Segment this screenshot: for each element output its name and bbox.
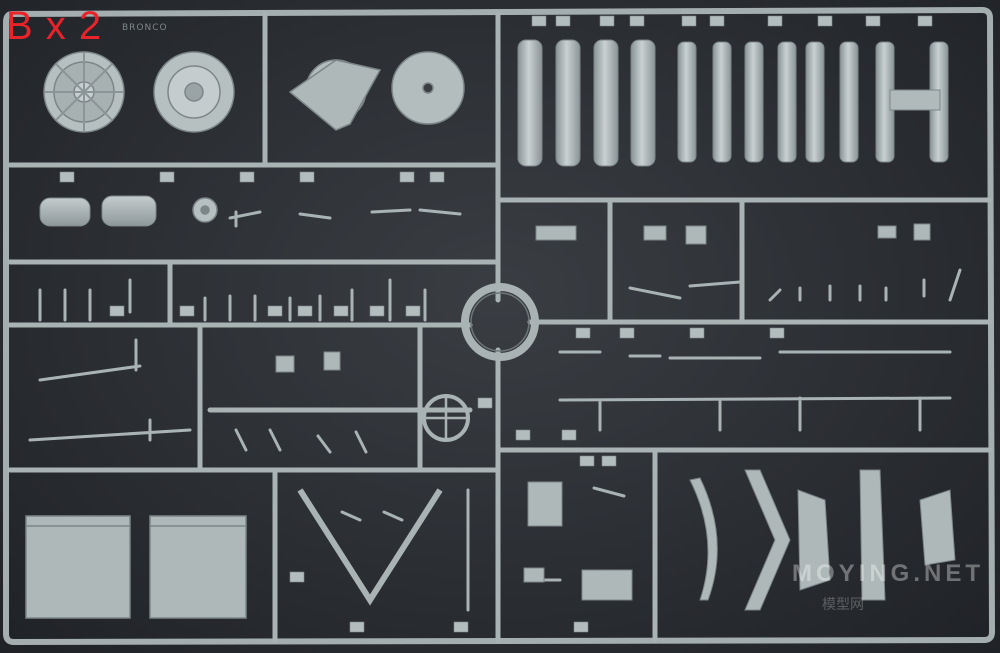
wheels xyxy=(43,51,465,223)
runners xyxy=(7,11,993,643)
number-tabs xyxy=(59,15,933,633)
v-frame xyxy=(297,488,443,606)
leaf-springs xyxy=(527,469,956,611)
watermark-latin: MOYING.NET xyxy=(792,560,985,587)
small-blocks xyxy=(275,223,931,583)
outer-frame xyxy=(3,7,995,645)
tank-cylinders xyxy=(517,39,949,167)
sprue-caption: B x 2 xyxy=(6,4,103,48)
center-ring xyxy=(461,283,539,361)
watermark-chinese: 模型网 xyxy=(822,597,864,613)
small-cylinders xyxy=(39,195,157,227)
steering-wheel xyxy=(422,394,470,442)
storage-boxes xyxy=(25,515,247,619)
brand-logo-text: BRONCO xyxy=(122,23,168,33)
small-parts xyxy=(28,208,962,612)
